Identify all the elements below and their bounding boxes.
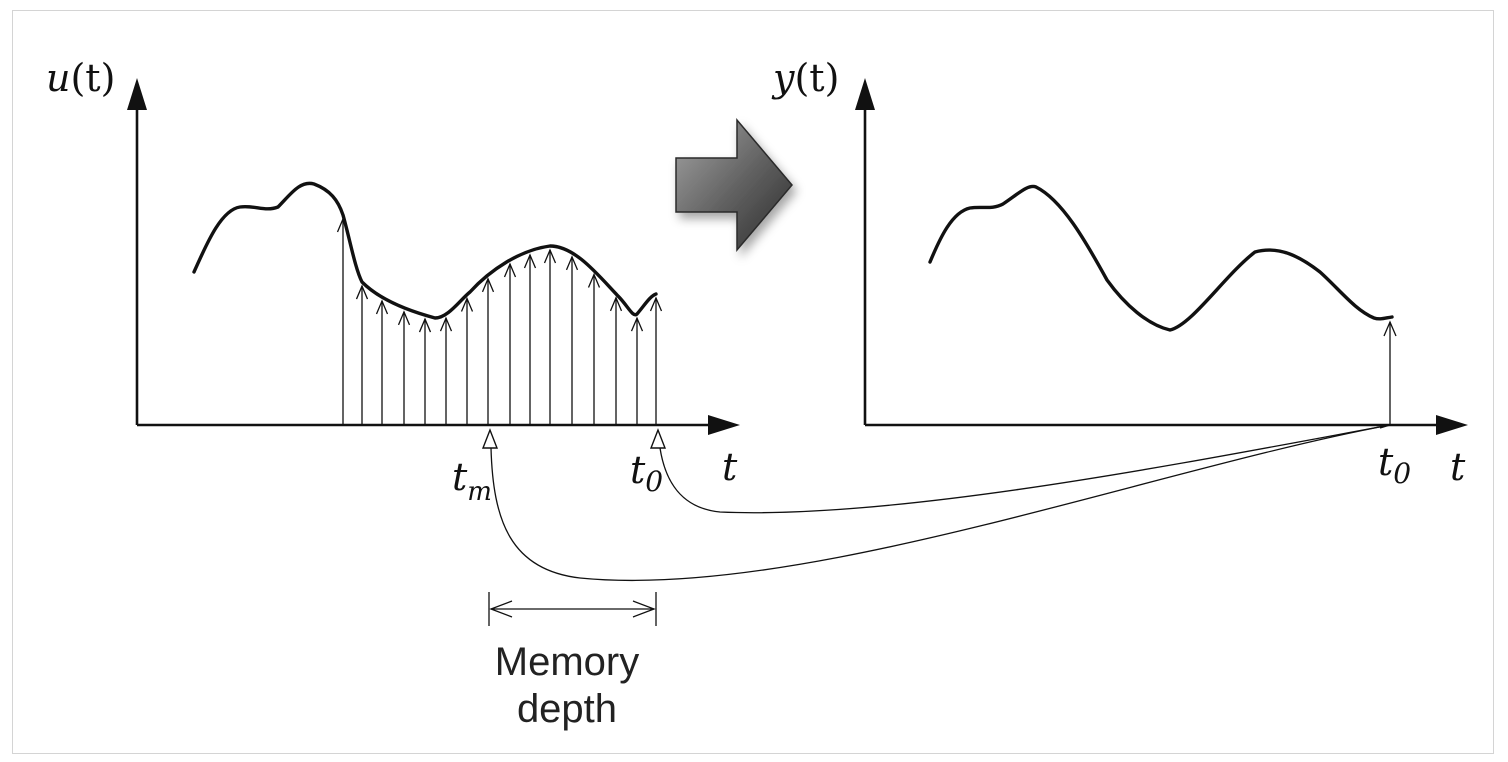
memory-depth-label-line2: depth — [517, 687, 617, 731]
input-t-0-label: t0 — [630, 448, 663, 498]
input-sample-arrowhead — [523, 253, 537, 269]
output-t-0-sample-arrowhead — [1383, 320, 1397, 337]
input-sample-arrowhead — [439, 316, 453, 332]
input-sample-arrowhead — [397, 310, 411, 326]
transform-arrow-icon — [675, 117, 793, 253]
output-signal-curve — [928, 184, 1394, 332]
input-sample-arrowhead — [609, 296, 623, 312]
input-sample-arrowhead — [630, 316, 644, 332]
input-signal-curve — [192, 181, 658, 320]
input-sample-arrows — [336, 217, 663, 425]
input-sample-arrowhead — [649, 296, 663, 312]
memory-depth-label-line1: Memory — [495, 640, 639, 684]
mapping-curve-tm — [490, 424, 1391, 582]
t-m-label: tm — [452, 455, 492, 507]
input-sample-arrowhead — [418, 317, 432, 333]
t-m-open-arrowhead — [481, 428, 499, 449]
mapping-curve-fan — [1379, 424, 1391, 429]
input-sample-arrowhead — [565, 255, 579, 271]
input-x-axis-arrowhead — [708, 415, 740, 435]
input-plot: u(t) t tm t0 — [46, 56, 740, 507]
output-x-axis-arrowhead — [1436, 415, 1468, 435]
output-y-axis-arrowhead — [855, 78, 875, 110]
input-sample-arrowhead — [587, 272, 601, 288]
memory-depth-left-arrowhead — [489, 600, 513, 618]
input-sample-arrowhead — [543, 248, 557, 264]
memory-depth-right-arrowhead — [632, 600, 656, 618]
memory-depth-dimension: Memory depth — [488, 592, 657, 731]
input-y-label: u(t) — [46, 56, 115, 100]
input-y-axis-arrowhead — [127, 78, 147, 110]
output-x-label: t — [1450, 445, 1466, 489]
input-x-label: t — [722, 445, 738, 489]
output-t-0-label: t0 — [1378, 440, 1411, 490]
input-sample-arrowhead — [375, 299, 389, 315]
input-sample-arrowhead — [460, 296, 474, 312]
mapping-curve-t0 — [659, 424, 1391, 514]
input-sample-arrowhead — [355, 284, 369, 300]
t-0-open-arrowhead — [649, 428, 667, 449]
input-sample-arrowhead — [481, 277, 495, 293]
figure-frame — [12, 10, 1494, 754]
output-plot: y(t) t t0 — [771, 56, 1468, 490]
input-sample-arrowhead — [503, 262, 517, 278]
output-y-label: y(t) — [771, 56, 839, 100]
